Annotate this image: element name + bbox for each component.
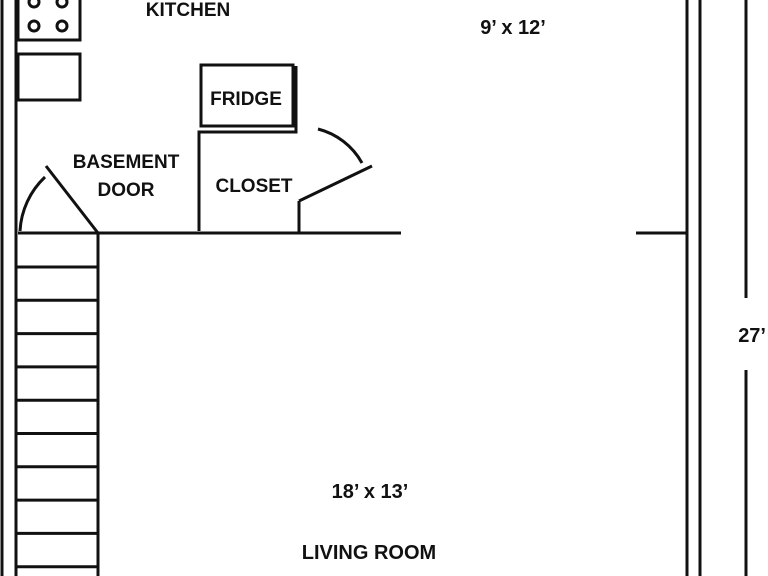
overall-dimension-label: 27’	[738, 325, 766, 347]
kitchen-dimensions: 9’ x 12’	[480, 17, 546, 39]
left-exterior-wall	[0, 0, 18, 576]
stove-burner-icon	[55, 19, 69, 33]
basement-door	[18, 165, 100, 234]
door-swing-arc-icon	[317, 127, 364, 164]
basement-door-label-line2: DOOR	[98, 180, 155, 201]
stove-burner-icon	[27, 0, 41, 9]
right-exterior-wall	[685, 0, 702, 576]
closet	[297, 127, 373, 233]
staircase	[16, 233, 100, 576]
closet-label: CLOSET	[215, 176, 292, 197]
kitchen-label: KITCHEN	[146, 0, 230, 21]
living-room-label: LIVING ROOM	[302, 542, 436, 564]
living-room-dimensions: 18’ x 13’	[332, 481, 409, 503]
door-swing-arc-icon	[18, 175, 47, 232]
fridge	[197, 63, 298, 231]
stove-burner-icon	[55, 0, 69, 9]
closet-door	[298, 164, 373, 203]
basement-door-label-line1: BASEMENT	[73, 152, 180, 173]
stair-treads-icon	[16, 265, 98, 569]
fridge-label: FRIDGE	[210, 89, 282, 110]
stove-burner-icon	[27, 19, 41, 33]
stove	[16, 0, 82, 42]
kitchen-counter	[16, 52, 82, 102]
